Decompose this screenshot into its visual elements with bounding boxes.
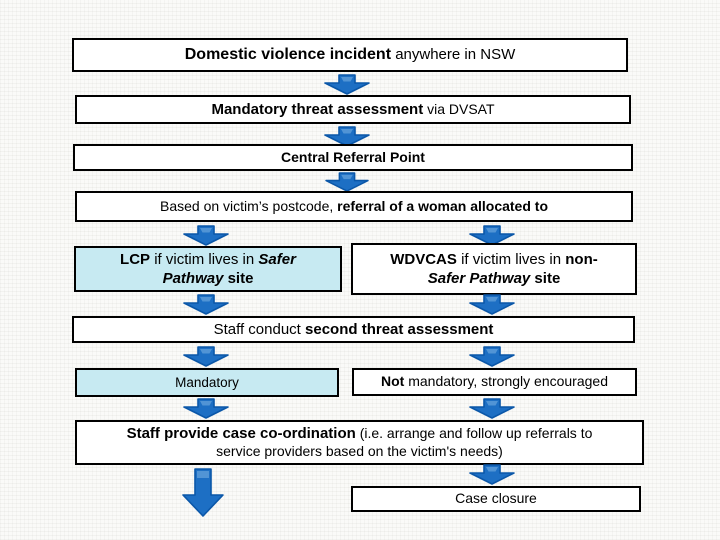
flow-box-case-coordination-line1: Staff provide case co-ordination (i.e. a… xyxy=(126,424,593,442)
flow-box-mandatory-text: Mandatory xyxy=(175,374,239,390)
down-arrow-icon xyxy=(325,172,369,192)
flow-box-wdvcas-line1: WDVCAS if victim lives in non- xyxy=(390,250,598,268)
flow-box-case-coordination-line2: service providers based on the victim's … xyxy=(216,443,503,460)
flow-box-case-closure-text: Case closure xyxy=(455,490,537,507)
flow-box-central-referral-point: Central Referral Point xyxy=(73,144,633,171)
flow-box-postcode-referral-text: Based on victim’s postcode, referral of … xyxy=(159,197,548,214)
flow-box-incident: Domestic violence incident anywhere in N… xyxy=(72,38,628,72)
flow-box-not-mandatory-text: Not mandatory, strongly encouraged xyxy=(381,373,608,390)
flow-box-wdvcas-line2: Safer Pathway site xyxy=(427,270,561,287)
down-arrow-icon xyxy=(183,225,229,246)
flow-box-assessment-text: Mandatory threat assessment via DVSAT xyxy=(211,100,495,118)
flow-box-lcp-line2: Pathway site xyxy=(162,270,254,287)
flow-box-case-closure: Case closure xyxy=(351,486,641,512)
down-arrow-icon xyxy=(469,464,515,485)
flow-box-central-referral-point-text: Central Referral Point xyxy=(281,148,425,165)
flow-box-assessment: Mandatory threat assessment via DVSAT xyxy=(75,95,631,124)
flow-box-mandatory: Mandatory xyxy=(75,368,339,397)
big-down-arrow-icon xyxy=(182,468,224,517)
down-arrow-icon xyxy=(183,398,229,419)
down-arrow-icon xyxy=(469,398,515,419)
flow-box-incident-text: Domestic violence incident anywhere in N… xyxy=(184,45,516,63)
down-arrow-icon xyxy=(469,225,515,246)
down-arrow-icon xyxy=(324,74,370,95)
flow-box-case-coordination: Staff provide case co-ordination (i.e. a… xyxy=(75,420,644,465)
flow-box-second-assessment: Staff conduct second threat assessment xyxy=(72,316,635,343)
down-arrow-icon xyxy=(183,346,229,367)
down-arrow-icon xyxy=(324,126,370,147)
down-arrow-icon xyxy=(469,294,515,315)
flow-box-wdvcas: WDVCAS if victim lives in non- Safer Pat… xyxy=(351,243,637,295)
flow-box-lcp: LCP if victim lives in Safer Pathway sit… xyxy=(74,246,342,292)
down-arrow-icon xyxy=(183,294,229,315)
down-arrow-icon xyxy=(469,346,515,367)
flow-box-not-mandatory: Not mandatory, strongly encouraged xyxy=(352,368,637,396)
flow-box-second-assessment-text: Staff conduct second threat assessment xyxy=(213,320,494,338)
flow-box-postcode-referral: Based on victim’s postcode, referral of … xyxy=(75,191,633,222)
flow-box-lcp-line1: LCP if victim lives in Safer xyxy=(120,250,296,268)
